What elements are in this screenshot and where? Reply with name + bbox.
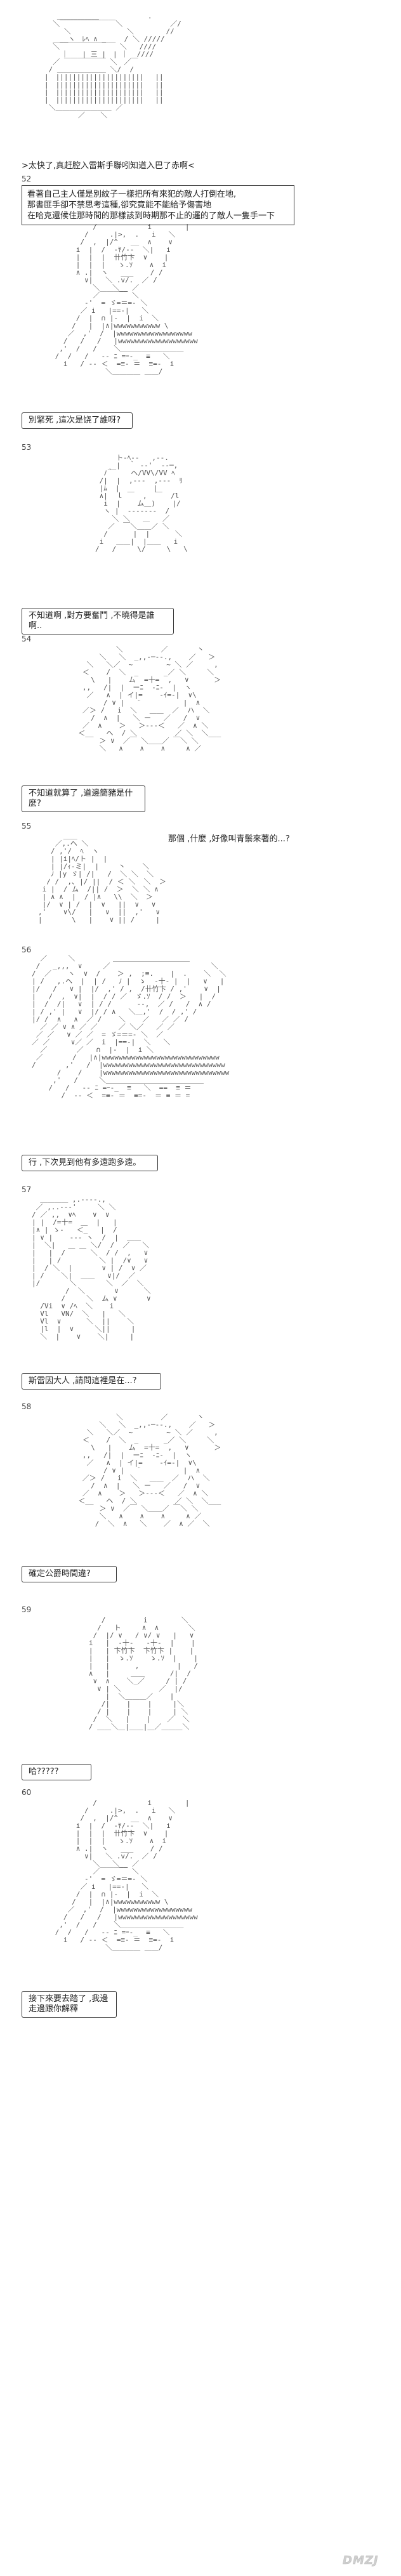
watermark-icon: DMZJ <box>343 2554 379 2568</box>
speech-bubble: 行 ,下次見到他有多遠跑多遠。 <box>22 1155 158 1171</box>
character-art: ト-ﾍ-- ,--. __| ｀ ‐-' ‐-─, ﾉ｀ ヘ/VV\/VV ﾍ … <box>95 454 188 553</box>
panel-number: 57 <box>22 1185 32 1194</box>
panel-number: 59 <box>22 1605 32 1614</box>
speech-bubble: 哈????? <box>22 1764 91 1780</box>
speech-bubble: 不知道就算了 ,道邊簡豬是什麼? <box>22 785 145 812</box>
speech-text: 那個 ,什麼 ,好像叫青鬃來著的...? <box>168 834 290 844</box>
speech-bubble: 斯雷因大人 ,請問這裡是在...? <box>22 1373 161 1390</box>
watermark-logo: DMZJ <box>343 2552 393 2568</box>
svg-text:DMZJ: DMZJ <box>343 2554 379 2567</box>
panel-number: 53 <box>22 443 32 452</box>
character-art: ＿＿＿＿ ,.--‐-., ／ ,..-‐‐' ＼ ＼ / ／ ,, ∨ﾍ ∨ … <box>32 1195 151 1341</box>
speech-bubble: 確定公爵時間違? <box>22 1566 117 1582</box>
speech-bubble: 不知道啊 ,對方要奮鬥 ,不曉得是誰啊.. <box>22 608 174 634</box>
speech-bubble: 接下來要去踏了 ,我邊走邊跟你解釋 <box>22 1991 117 2018</box>
title-art: ＿＿＿＿＿＿ . ＼￣￣￣￣￣￣￣￣＼ ／/ ＼ ＼ // ＿__ヽ ﾚﾍ ∧ … <box>44 12 181 119</box>
header-caption: >太快了,真赶腔入雷斯手聯吲知道入巴了赤啊< <box>22 161 195 171</box>
panel-number: 56 <box>22 945 32 954</box>
panel-number: 54 <box>22 634 32 643</box>
panel-number: 52 <box>22 174 32 183</box>
character-art: / i ＼ / ト ∧ ∧ ＼ / |/ ∨ / ∨/ ∨ | ∨ i | ‐十… <box>88 1616 199 1731</box>
character-art: ＿＿ ／,.ヘ ＼ / ,'/ ﾍ ヽ | |i|ﾍ/ト | | | |/ｨ-ミ… <box>38 832 166 924</box>
character-art: ＼ ／ 丶 ＼ ＼ _,,-─--., ／ ＞ ＼ ＼／ ~ ~ ＼ ／ , ＜… <box>78 645 221 752</box>
character-art: / i | / .|>, . i ＼ / , |/^ __ ∧ ∨ i | / … <box>55 223 198 376</box>
character-art: ／ ＼ ＿＿＿＿＿＿＿＿＿＿＿ / _,,, ∨ ／ ＼ / ／ ヽ ∨ / ＞… <box>32 954 230 1100</box>
narration-box: 看著自己主人僅是別紋子一樣把所有來犯的敵人打倒在地, 那書匪手卻不禁思考這種,卻… <box>22 185 294 225</box>
character-art: / i | / .|>, . i ＼ / , |/^ __ ∧ ∨ i | / … <box>55 1799 198 1952</box>
panel-number: 60 <box>22 1788 32 1797</box>
panel-number: 55 <box>22 822 32 831</box>
character-art: ＼ ／ 丶 ＼ ＼ _,,-─--., ／ ＞ ＼ ＼／ ~ ~ ＼ ／ , ＜… <box>78 1413 221 1528</box>
speech-bubble: 別緊死 ,這次是饶了誰呀? <box>22 412 133 429</box>
panel-number: 58 <box>22 1402 32 1411</box>
